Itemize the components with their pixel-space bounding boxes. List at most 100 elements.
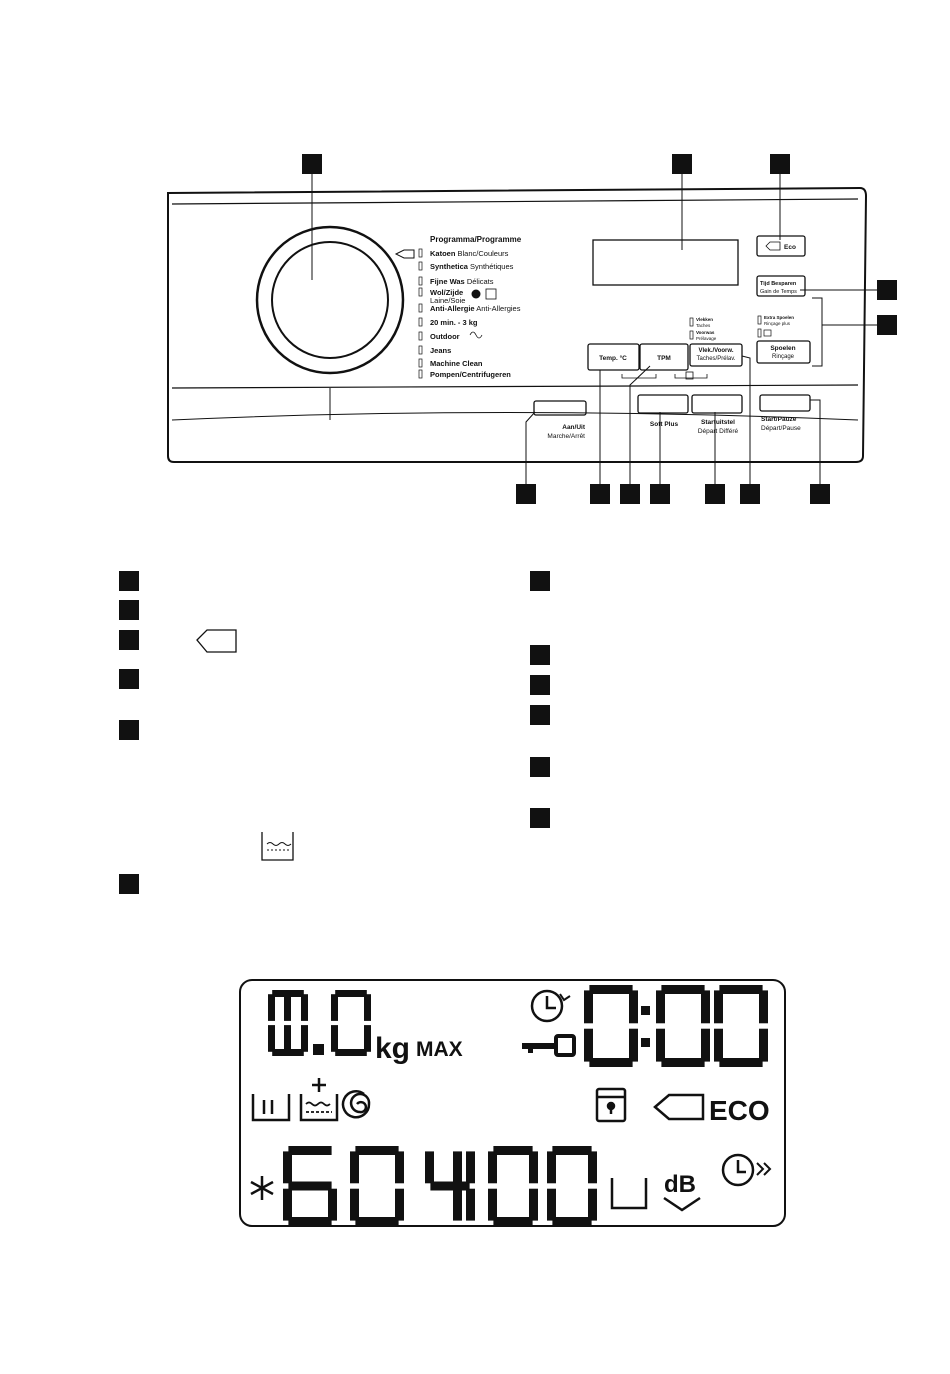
time-digit-segment <box>656 1028 665 1062</box>
time-digit-segment <box>589 1058 633 1067</box>
rinse-options: Extra Spoelen Rinçage plus <box>757 315 794 338</box>
program-indicator <box>418 331 423 341</box>
extra-rinse-icon <box>299 1078 339 1122</box>
program-name: Jeans <box>430 346 451 355</box>
callout-marker <box>516 484 536 504</box>
load-digit-segment <box>335 990 367 997</box>
delay-start-button[interactable]: Startuitstel Départ Différé <box>691 394 743 435</box>
program-name-fr: Synthétiques <box>468 262 514 271</box>
dial-indicator-icon <box>394 249 415 259</box>
stain-prewash-button[interactable]: Vlek./Voorw. Taches/Prélav. <box>689 343 743 367</box>
legend-marker <box>119 669 139 689</box>
time-digit-segment <box>584 1028 593 1062</box>
program-item: Outdoor <box>430 332 460 341</box>
spin-digit-segment <box>488 1188 497 1221</box>
eco-button[interactable]: Eco <box>756 235 806 257</box>
legend-marker <box>530 571 550 591</box>
soft-plus-button[interactable]: Soft Plus <box>637 394 689 428</box>
rinse-button-label: Spoelen <box>770 345 795 352</box>
spin-digit-segment <box>547 1151 556 1184</box>
rinse-button[interactable]: Spoelen Rinçage <box>756 340 811 364</box>
load-digit-segment <box>331 1025 338 1052</box>
load-digit-segment <box>272 1049 304 1056</box>
program-name: Synthetica <box>430 262 469 271</box>
colon-bottom <box>641 1038 650 1047</box>
callout-marker <box>620 484 640 504</box>
temp-digit-segment <box>283 1188 292 1221</box>
program-name: Fijne Was <box>430 277 465 286</box>
callout-marker <box>740 484 760 504</box>
quiet-chevron-icon <box>663 1196 701 1212</box>
callout-marker <box>705 484 725 504</box>
program-name: Wol/Zijde <box>430 288 463 297</box>
time-digit-segment <box>629 990 638 1024</box>
legend-marker <box>530 808 550 828</box>
temp-digit-segment <box>288 1146 332 1155</box>
panel-outline <box>167 186 868 463</box>
spin-digit-segment <box>552 1217 592 1226</box>
program-name-fr: Anti-Allergies <box>475 304 521 313</box>
program-name: Machine Clean <box>430 359 483 368</box>
start-pause-button[interactable]: Start/Pauze Départ/Pause <box>759 394 811 432</box>
stain-prewash-label-fr: Taches/Prélav. <box>697 356 736 362</box>
time-save-label: Tijd Besparen <box>760 281 797 287</box>
spin-button[interactable]: TPM <box>639 343 689 371</box>
prewash-icon <box>251 1094 291 1122</box>
spin-digit-segment <box>529 1151 538 1184</box>
stain-label: Vlekken <box>696 317 713 322</box>
temperature-button-label: Temp. °C <box>599 354 627 362</box>
program-list: Programma/Programme Katoen Blanc/Couleur… <box>418 235 522 379</box>
lcd-eco-label: ECO <box>709 1095 770 1126</box>
load-digit-segment <box>331 994 338 1021</box>
time-save-label-fr: Gain de Temps <box>760 289 797 295</box>
on-off-button[interactable]: Aan/Uit Marche/Arrêt <box>533 400 587 440</box>
spin-digit-segment <box>588 1188 597 1221</box>
legend-marker <box>530 705 550 725</box>
program-dial[interactable] <box>255 225 405 375</box>
time-save-button[interactable]: Tijd Besparen Gain de Temps <box>756 275 806 297</box>
spin-digit-segment <box>529 1188 538 1221</box>
door-lock-icon <box>595 1087 627 1123</box>
delay-clock-icon <box>530 989 571 1023</box>
program-indicator <box>418 358 423 368</box>
program-indicator <box>418 303 423 313</box>
temp-digit-segment <box>350 1188 359 1221</box>
temp-digit-segment <box>288 1217 332 1226</box>
program-indicator <box>418 276 423 286</box>
program-name-fr: Délicats <box>465 277 494 286</box>
time-digit-segment <box>714 1028 723 1062</box>
temperature-button[interactable]: Temp. °C <box>587 343 640 371</box>
cold-asterisk-icon <box>250 1176 274 1200</box>
combo-lock-hints <box>621 371 708 380</box>
decimal-point <box>313 1044 324 1055</box>
time-digit-segment <box>584 990 593 1024</box>
program-indicator <box>418 287 423 297</box>
callout-marker <box>590 484 610 504</box>
time-digit-segment <box>661 1058 705 1067</box>
time-digit-segment <box>661 985 705 994</box>
program-item: Anti-Allergie Anti-Allergies <box>430 304 521 313</box>
callout-markers <box>302 154 897 504</box>
legend-marker <box>530 675 550 695</box>
load-digit-segment <box>284 994 291 1021</box>
stain-prewash-label: Vlek./Voorw. <box>698 348 733 354</box>
wool-icon <box>471 289 481 299</box>
extra-rinse-label: Extra Spoelen <box>764 315 794 320</box>
time-digit-segment <box>701 1028 710 1062</box>
lcd-digits <box>268 985 768 1226</box>
temp-digit-segment <box>395 1151 404 1184</box>
callout-marker <box>302 154 322 174</box>
legend-marker <box>530 757 550 777</box>
no-drain-icon <box>610 1178 648 1210</box>
time-digit-segment <box>589 985 633 994</box>
legend-marker <box>119 874 139 894</box>
leader-lines <box>311 174 877 484</box>
spin-digit-segment <box>466 1188 475 1221</box>
callout-marker <box>810 484 830 504</box>
eco-tag-icon <box>196 629 237 653</box>
program-item: Katoen Blanc/Couleurs <box>430 249 509 258</box>
callout-marker <box>877 315 897 335</box>
load-unit: kg <box>375 1032 410 1065</box>
spin-digit-segment <box>547 1188 556 1221</box>
